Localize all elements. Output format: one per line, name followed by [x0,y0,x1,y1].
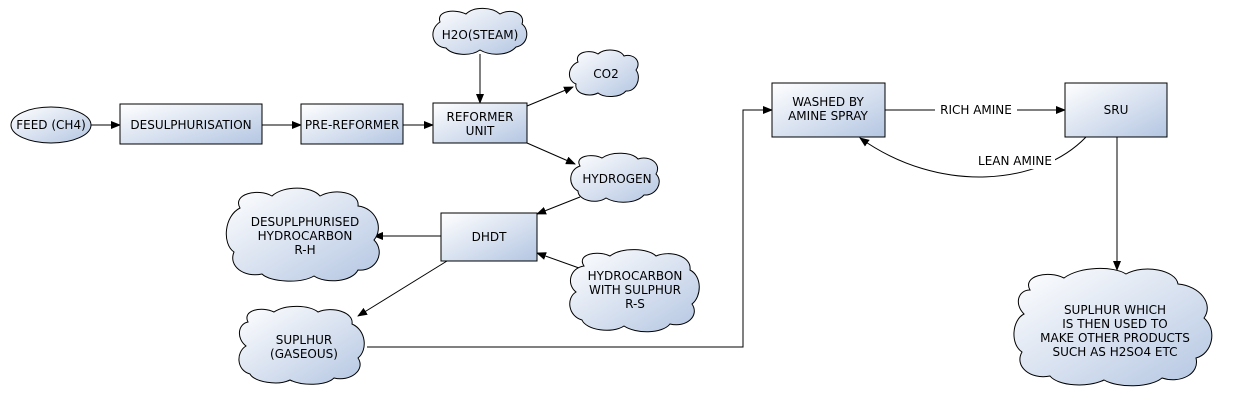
sru-label: SRU [1104,103,1129,117]
sulphur-gaseous-label-line2: (GASEOUS) [270,347,338,361]
sulphur-gaseous-cloud [238,305,365,385]
desulphurised-label-line2: HYDROCARBON [258,229,353,243]
node-sulphur-gaseous: SUPLHUR (GASEOUS) [238,305,365,385]
dhdt-label: DHDT [472,230,508,244]
node-hydrogen: HYDROGEN [570,152,660,203]
hydrogen-cloud [570,152,660,203]
edge-hydrogen-to-dhdt [536,196,581,215]
sulphur-products-label-line3: MAKE OTHER PRODUCTS [1040,331,1190,345]
sulphur-products-label-line1: SUPLHUR WHICH [1064,303,1166,317]
dhdt-box [440,212,538,262]
desulphurised-label-line1: DESUPLPHURISED [251,215,360,229]
hydrocarbon-sulphur-label-line2: WITH SULPHUR [589,283,681,297]
pre-reformer-label: PRE-REFORMER [305,118,399,132]
co2-label: CO2 [593,67,618,81]
node-co2: CO2 [569,49,639,97]
lean-amine-label: LEAN AMINE [978,154,1052,168]
sulphur-products-label-line4: SUCH AS H2SO4 ETC [1052,345,1177,359]
sulphur-products-cloud [1013,267,1213,387]
hydrogen-label: HYDROGEN [582,172,651,186]
hydrocarbon-sulphur-label-line1: HYDROCARBON [588,269,683,283]
node-reformer-unit: REFORMER UNIT [432,102,528,144]
node-hydrocarbon-sulphur: HYDROCARBON WITH SULPHUR R-S [569,249,700,333]
sru-box [1064,82,1168,138]
sulphur-gaseous-label-line1: SUPLHUR [276,333,332,347]
edge-hydrocarbon-to-dhdt [536,252,580,269]
desulphurisation-label: DESULPHURISATION [130,118,251,132]
node-pre-reformer: PRE-REFORMER [300,103,404,145]
edge-labels: RICH AMINE LEAN AMINE [935,102,1055,169]
rich-amine-label: RICH AMINE [940,103,1012,117]
sulphur-products-label-line2: IS THEN USED TO [1062,317,1168,331]
desulphurised-cloud [225,187,380,282]
steam-cloud [432,7,528,55]
hydrocarbon-sulphur-label-line3: R-S [625,297,645,311]
node-feed: FEED (CH4) [10,106,92,144]
reformer-label-line2: UNIT [466,124,495,138]
rich-amine-label-bg [935,102,1017,118]
amine-wash-label-line2: AMINE SPRAY [788,109,868,123]
edge-lean-amine [859,136,1087,178]
reformer-label-line1: REFORMER [447,110,514,124]
amine-wash-label-line1: WASHED BY [792,95,864,109]
feed-label: FEED (CH4) [16,118,86,132]
desulphurised-label-line3: R-H [294,243,315,257]
desulphurisation-box [119,103,263,145]
node-dhdt: DHDT [440,212,538,262]
edge-reformer-to-co2 [526,86,574,107]
steam-label: H2O(STEAM) [442,28,519,42]
node-amine-wash: WASHED BY AMINE SPRAY [771,82,886,138]
hydrocarbon-sulphur-cloud [569,249,700,333]
node-sulphur-products: SUPLHUR WHICH IS THEN USED TO MAKE OTHER… [1013,267,1213,387]
co2-cloud [569,49,639,97]
node-desulphurised-hydrocarbon: DESUPLPHURISED HYDROCARBON R-H [225,187,380,282]
lean-amine-label-bg [975,153,1055,169]
node-sru: SRU [1064,82,1168,138]
edge-reformer-to-hydrogen [526,142,576,165]
amine-wash-box [771,82,886,138]
node-desulphurisation: DESULPHURISATION [119,103,263,145]
reformer-box [432,102,528,144]
pre-reformer-box [300,103,404,145]
feed-ellipse [10,106,92,144]
edge-sulphur-to-amine-wash [367,106,773,348]
node-steam: H2O(STEAM) [432,7,528,55]
edges [91,54,1121,348]
edge-dhdt-to-sulphur [357,260,448,317]
